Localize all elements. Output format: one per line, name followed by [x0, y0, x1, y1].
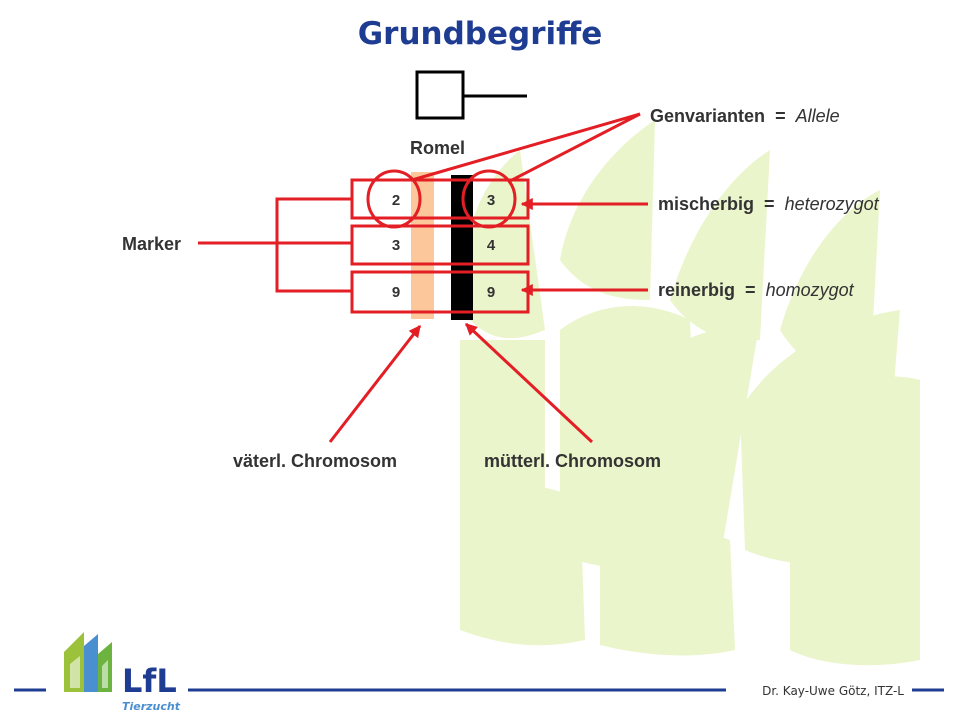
locus-box-2: [350, 224, 530, 266]
marker-label: Marker: [122, 234, 181, 254]
individual-name: Romel: [410, 138, 465, 158]
alleles-term: Genvarianten: [650, 106, 765, 126]
locus-1-paternal-allele: 2: [392, 192, 400, 209]
locus-1-maternal-allele: 3: [487, 192, 495, 209]
homozygous-eq: =: [745, 280, 756, 300]
background-leaf-decoration: [460, 120, 920, 666]
heterozygous-annotation: mischerbig = heterozygot: [658, 194, 880, 214]
maternal-chromosome-arrow: [464, 322, 594, 444]
homozygous-annotation: reinerbig = homozygot: [658, 280, 855, 300]
alleles-annotation: Genvarianten = Allele: [650, 106, 840, 126]
marker-bracket: [275, 197, 352, 293]
lfl-logo: LfL Tierzucht: [64, 632, 181, 713]
locus-2-paternal-allele: 3: [392, 237, 400, 254]
allele-pointer-line-1: [411, 112, 641, 182]
allele-pointer-line-2: [507, 112, 641, 184]
locus-3-paternal-allele: 9: [392, 284, 400, 301]
paternal-chromosome-arrow: [328, 325, 422, 443]
alleles-eq: =: [775, 106, 786, 126]
author-credit: Dr. Kay-Uwe Götz, ITZ-L: [762, 684, 904, 698]
paternal-chromosome: [411, 172, 434, 319]
maternal-chromosome: [451, 175, 473, 320]
maternal-chromosome-label: mütterl. Chromosom: [484, 451, 661, 471]
locus-3-maternal-allele: 9: [487, 284, 495, 301]
heterozygous-term: mischerbig: [658, 194, 754, 214]
allele-circle-maternal: [461, 169, 517, 229]
heterozygous-eq: =: [764, 194, 775, 214]
homozygous-definition: homozygot: [766, 280, 855, 300]
logo-leaf-icon: [64, 632, 112, 692]
allele-circle-paternal: [366, 169, 422, 229]
logo-subtitle: Tierzucht: [122, 700, 181, 713]
slide-title: Grundbegriffe: [358, 16, 603, 52]
pedigree-male-symbol: [415, 70, 465, 120]
logo-text: LfL: [122, 662, 177, 700]
heterozygous-definition: heterozygot: [785, 194, 880, 214]
locus-2-maternal-allele: 4: [487, 237, 496, 254]
homozygous-term: reinerbig: [658, 280, 735, 300]
paternal-chromosome-label: väterl. Chromosom: [233, 451, 397, 471]
alleles-definition: Allele: [795, 106, 840, 126]
